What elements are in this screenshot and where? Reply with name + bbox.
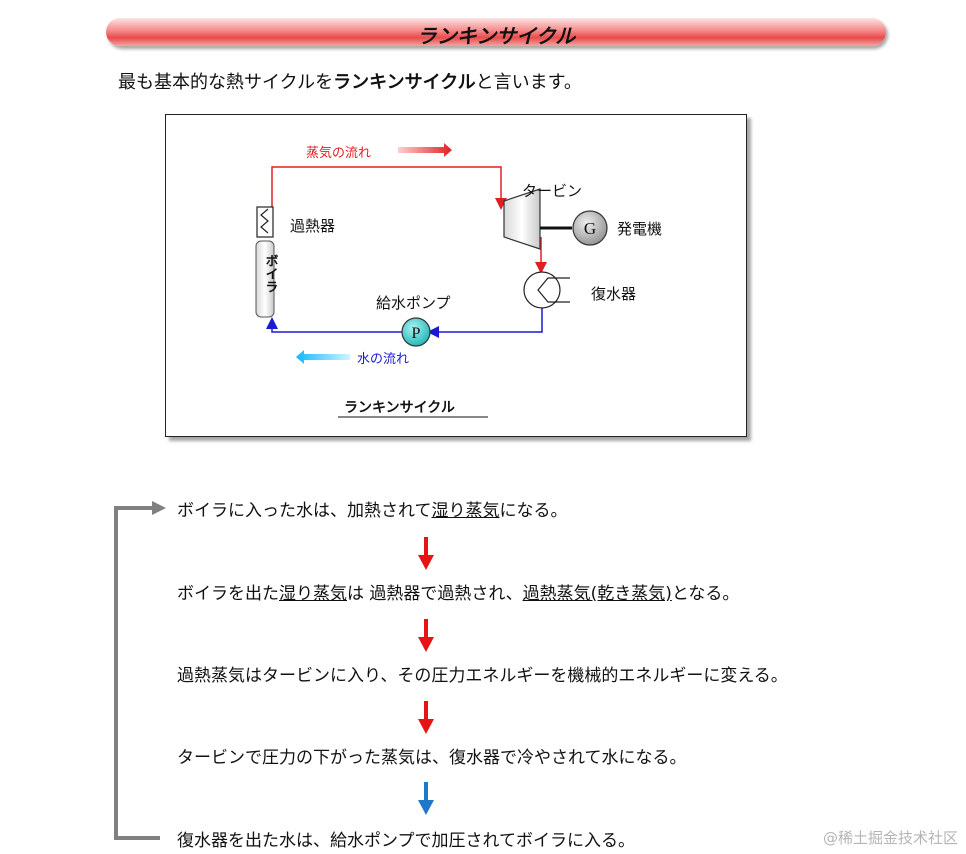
step-arrow-1-shaft: [424, 537, 428, 557]
underlined-term: 湿り蒸気: [431, 501, 500, 521]
step-text: は 過熱器で過熱され、: [347, 584, 523, 604]
water-line-pump-boiler: [266, 317, 402, 333]
intro-bold: ランキンサイクル: [333, 72, 476, 93]
steam-line: [271, 166, 507, 210]
step-1: ボイラに入った水は、加熱されて湿り蒸気になる。: [177, 496, 568, 521]
step-text: となる。: [671, 584, 740, 604]
generator-symbol: G: [584, 219, 596, 238]
intro-after: と言います。: [475, 72, 582, 93]
step-arrow-4-shaft: [424, 782, 428, 802]
superheater-label: 過熱器: [290, 217, 335, 235]
boiler-label: ボイラ: [263, 254, 279, 293]
condenser-label: 復水器: [591, 285, 636, 303]
title-banner: ランキンサイクル: [106, 18, 886, 48]
rankine-diagram: 蒸気の流れ 水の流れ 過熱器 ボイラ タービン G 発電機 復水器 給水ポンプ …: [255, 143, 662, 418]
step-arrow-4-head: [418, 800, 434, 815]
superheater-coil-icon: [260, 208, 269, 234]
loop-back-arrowhead: [152, 501, 166, 515]
steam-flow-arrow: [398, 143, 452, 157]
step-5: 復水器を出た水は、給水ポンプで加圧されてボイラに入る。: [177, 826, 635, 851]
water-flow-label: 水の流れ: [357, 352, 409, 367]
step-3: 過熱蒸気はタービンに入り、その圧力エネルギーを機械的エネルギーに変える。: [177, 661, 788, 686]
step-arrow-2-head: [418, 637, 434, 652]
step-text: ボイラに入った水は、加熱されて: [177, 501, 432, 521]
underlined-term: 過熱蒸気(乾き蒸気): [522, 584, 672, 604]
step-text: になる。: [499, 501, 568, 521]
step-text: ボイラを出た: [177, 584, 279, 604]
pump-symbol: P: [412, 325, 421, 342]
rankine-diagram-frame: 蒸気の流れ 水の流れ 過熱器 ボイラ タービン G 発電機 復水器 給水ポンプ …: [165, 114, 747, 437]
water-flow-arrow: [296, 350, 350, 364]
generator-label: 発電機: [617, 220, 662, 238]
step-4: タービンで圧力の下がった蒸気は、復水器で冷やされて水になる。: [177, 743, 687, 768]
step-text: 過熱蒸気はタービンに入り、その圧力エネルギーを機械的エネルギーに変える。: [177, 666, 788, 686]
pump-label: 給水ポンプ: [376, 294, 451, 312]
boiler-body: [255, 240, 275, 318]
step-arrow-1-head: [418, 555, 434, 570]
condenser-icon: [523, 271, 561, 309]
step-arrows: [418, 537, 434, 815]
turbine-icon: [503, 188, 541, 250]
water-line-condenser-pump: [427, 308, 543, 338]
step-text: 復水器を出た水は、給水ポンプで加圧されてボイラに入る。: [177, 831, 635, 851]
step-arrow-2-shaft: [424, 619, 428, 639]
steam-flow-label: 蒸気の流れ: [306, 145, 371, 161]
step-text: タービンで圧力の下がった蒸気は、復水器で冷やされて水になる。: [177, 748, 687, 768]
diagram-caption: ランキンサイクル: [344, 400, 455, 416]
step-arrow-3-shaft: [424, 701, 428, 721]
page-title: ランキンサイクル: [416, 24, 576, 48]
intro-text: 最も基本的な熱サイクルをランキンサイクルと言います。: [118, 68, 582, 94]
underlined-term: 湿り蒸気: [279, 584, 347, 604]
pump-icon: [401, 317, 431, 347]
step-arrow-3-head: [418, 719, 434, 734]
generator-icon: [572, 210, 608, 246]
watermark: @稀土掘金技术社区: [822, 829, 958, 847]
loop-back-line: [114, 506, 160, 840]
intro-before: 最も基本的な熱サイクルを: [118, 72, 334, 93]
condenser-coil: [537, 277, 570, 303]
turbine-label: タービン: [522, 182, 582, 200]
step-2: ボイラを出た湿り蒸気は 過熱器で過熱され、過熱蒸気(乾き蒸気)となる。: [177, 579, 739, 604]
